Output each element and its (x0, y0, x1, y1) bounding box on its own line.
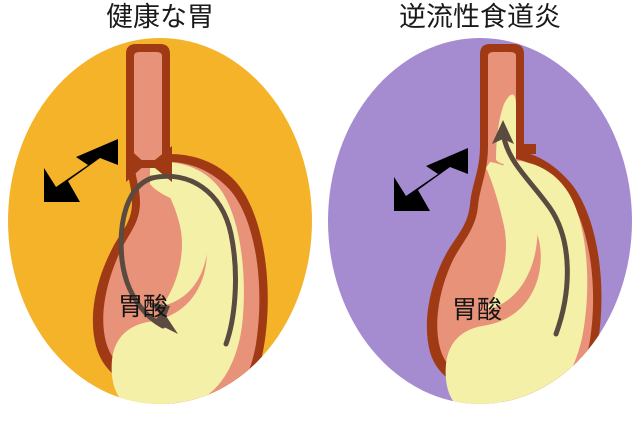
diagram-reflux: 胃酸 (320, 34, 640, 433)
sphincter-open-reflux (516, 144, 536, 154)
acid-pool-healthy (111, 161, 244, 404)
flow-arrow-stem-healthy (118, 175, 166, 329)
pointer-arrow-reflux (394, 148, 468, 211)
panel-healthy: 健康な胃 (0, 2, 320, 433)
acid-pool-reflux (445, 160, 588, 404)
acid-label-healthy: 胃酸 (118, 292, 168, 321)
flow-arrow-head-reflux (492, 120, 514, 144)
pointer-arrow-healthy (44, 139, 118, 202)
panel-reflux: 逆流性食道炎 (320, 0, 640, 433)
acid-label-reflux: 胃酸 (452, 295, 502, 324)
acid-cardia-bulge-reflux (486, 162, 538, 310)
sphincter-seam-healthy (142, 160, 156, 168)
panel-title-healthy: 健康な胃 (106, 2, 214, 33)
flow-arrow-line-healthy (149, 174, 238, 347)
flow-arrow-head-healthy (148, 302, 178, 334)
acid-upper-wedge-healthy (152, 166, 209, 306)
diagram-healthy: 胃酸 (0, 34, 320, 433)
anatomy-group-healthy (92, 44, 268, 404)
anatomy-group-reflux (426, 44, 602, 404)
panel-title-reflux: 逆流性食道炎 (399, 2, 561, 33)
sphincter-notch-left-healthy (126, 146, 146, 182)
sphincter-notch-right-healthy (150, 146, 172, 182)
healthy-stomach-svg: 胃酸 (8, 38, 312, 404)
flow-arrow-line-reflux (501, 135, 570, 337)
reflux-stomach-svg: 胃酸 (328, 38, 632, 404)
